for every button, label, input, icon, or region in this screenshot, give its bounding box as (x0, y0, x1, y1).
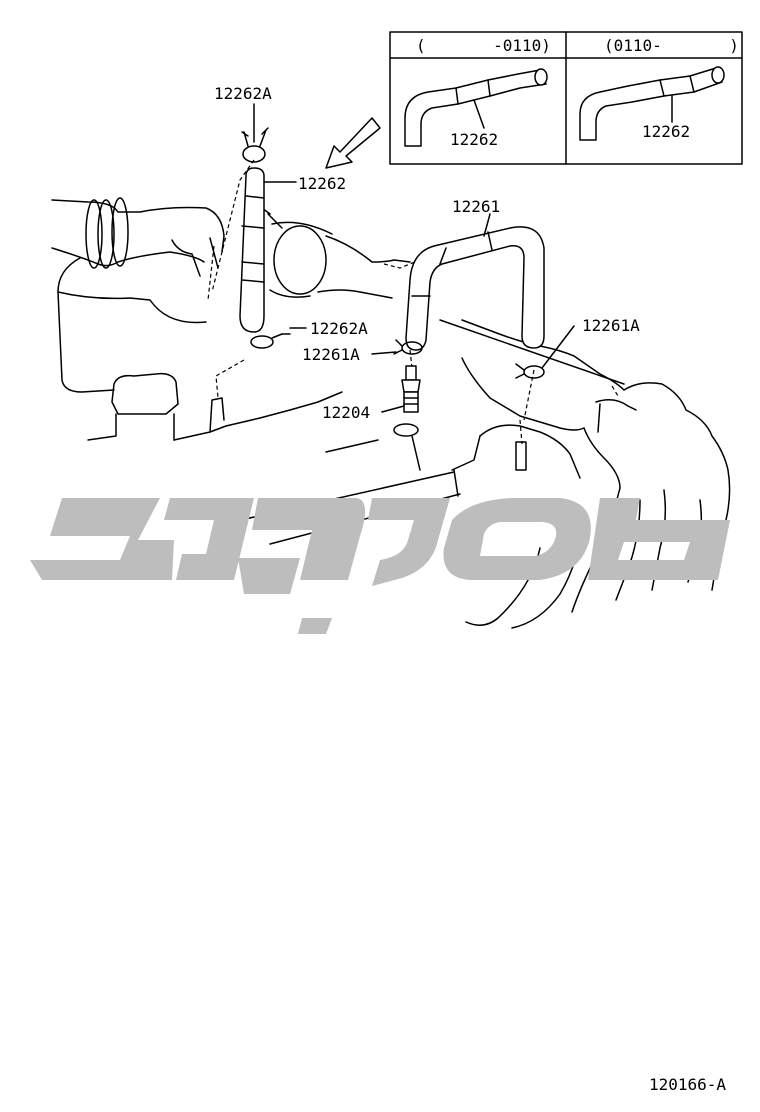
leader-lines (253, 103, 575, 413)
clamp-12262a-mid (250, 333, 291, 349)
callout-12262a-top: 12262A (214, 84, 272, 103)
inset-right-range: (0110- ) (604, 36, 739, 55)
inset-left-part: 12262 (450, 130, 498, 149)
inset-right-hose: 12262 (579, 66, 725, 141)
clamp-12261a-right (515, 363, 545, 379)
reference-arrow (325, 117, 381, 169)
callout-12204: 12204 (322, 403, 370, 422)
inset-right-part: 12262 (642, 122, 690, 141)
watermark-logo (30, 498, 730, 634)
document-code: 120166-A (648, 1075, 726, 1094)
clamp-12262a-top (241, 127, 269, 163)
callout-12262a-mid: 12262A (310, 319, 368, 338)
callout-12262: 12262 (298, 174, 346, 193)
hose-12262 (239, 167, 265, 333)
callout-12261a-left: 12261A (302, 345, 360, 364)
inset-left-hose: 12262 (404, 68, 548, 149)
inset-left-range: ( -0110) (416, 36, 551, 55)
callout-12261a-right: 12261A (582, 316, 640, 335)
clamp-12261a-left (393, 339, 423, 355)
pcv-valve-12204 (393, 365, 527, 471)
version-inset: ( -0110) (0110- ) 12262 12262 (389, 31, 743, 165)
callout-12261: 12261 (452, 197, 500, 216)
